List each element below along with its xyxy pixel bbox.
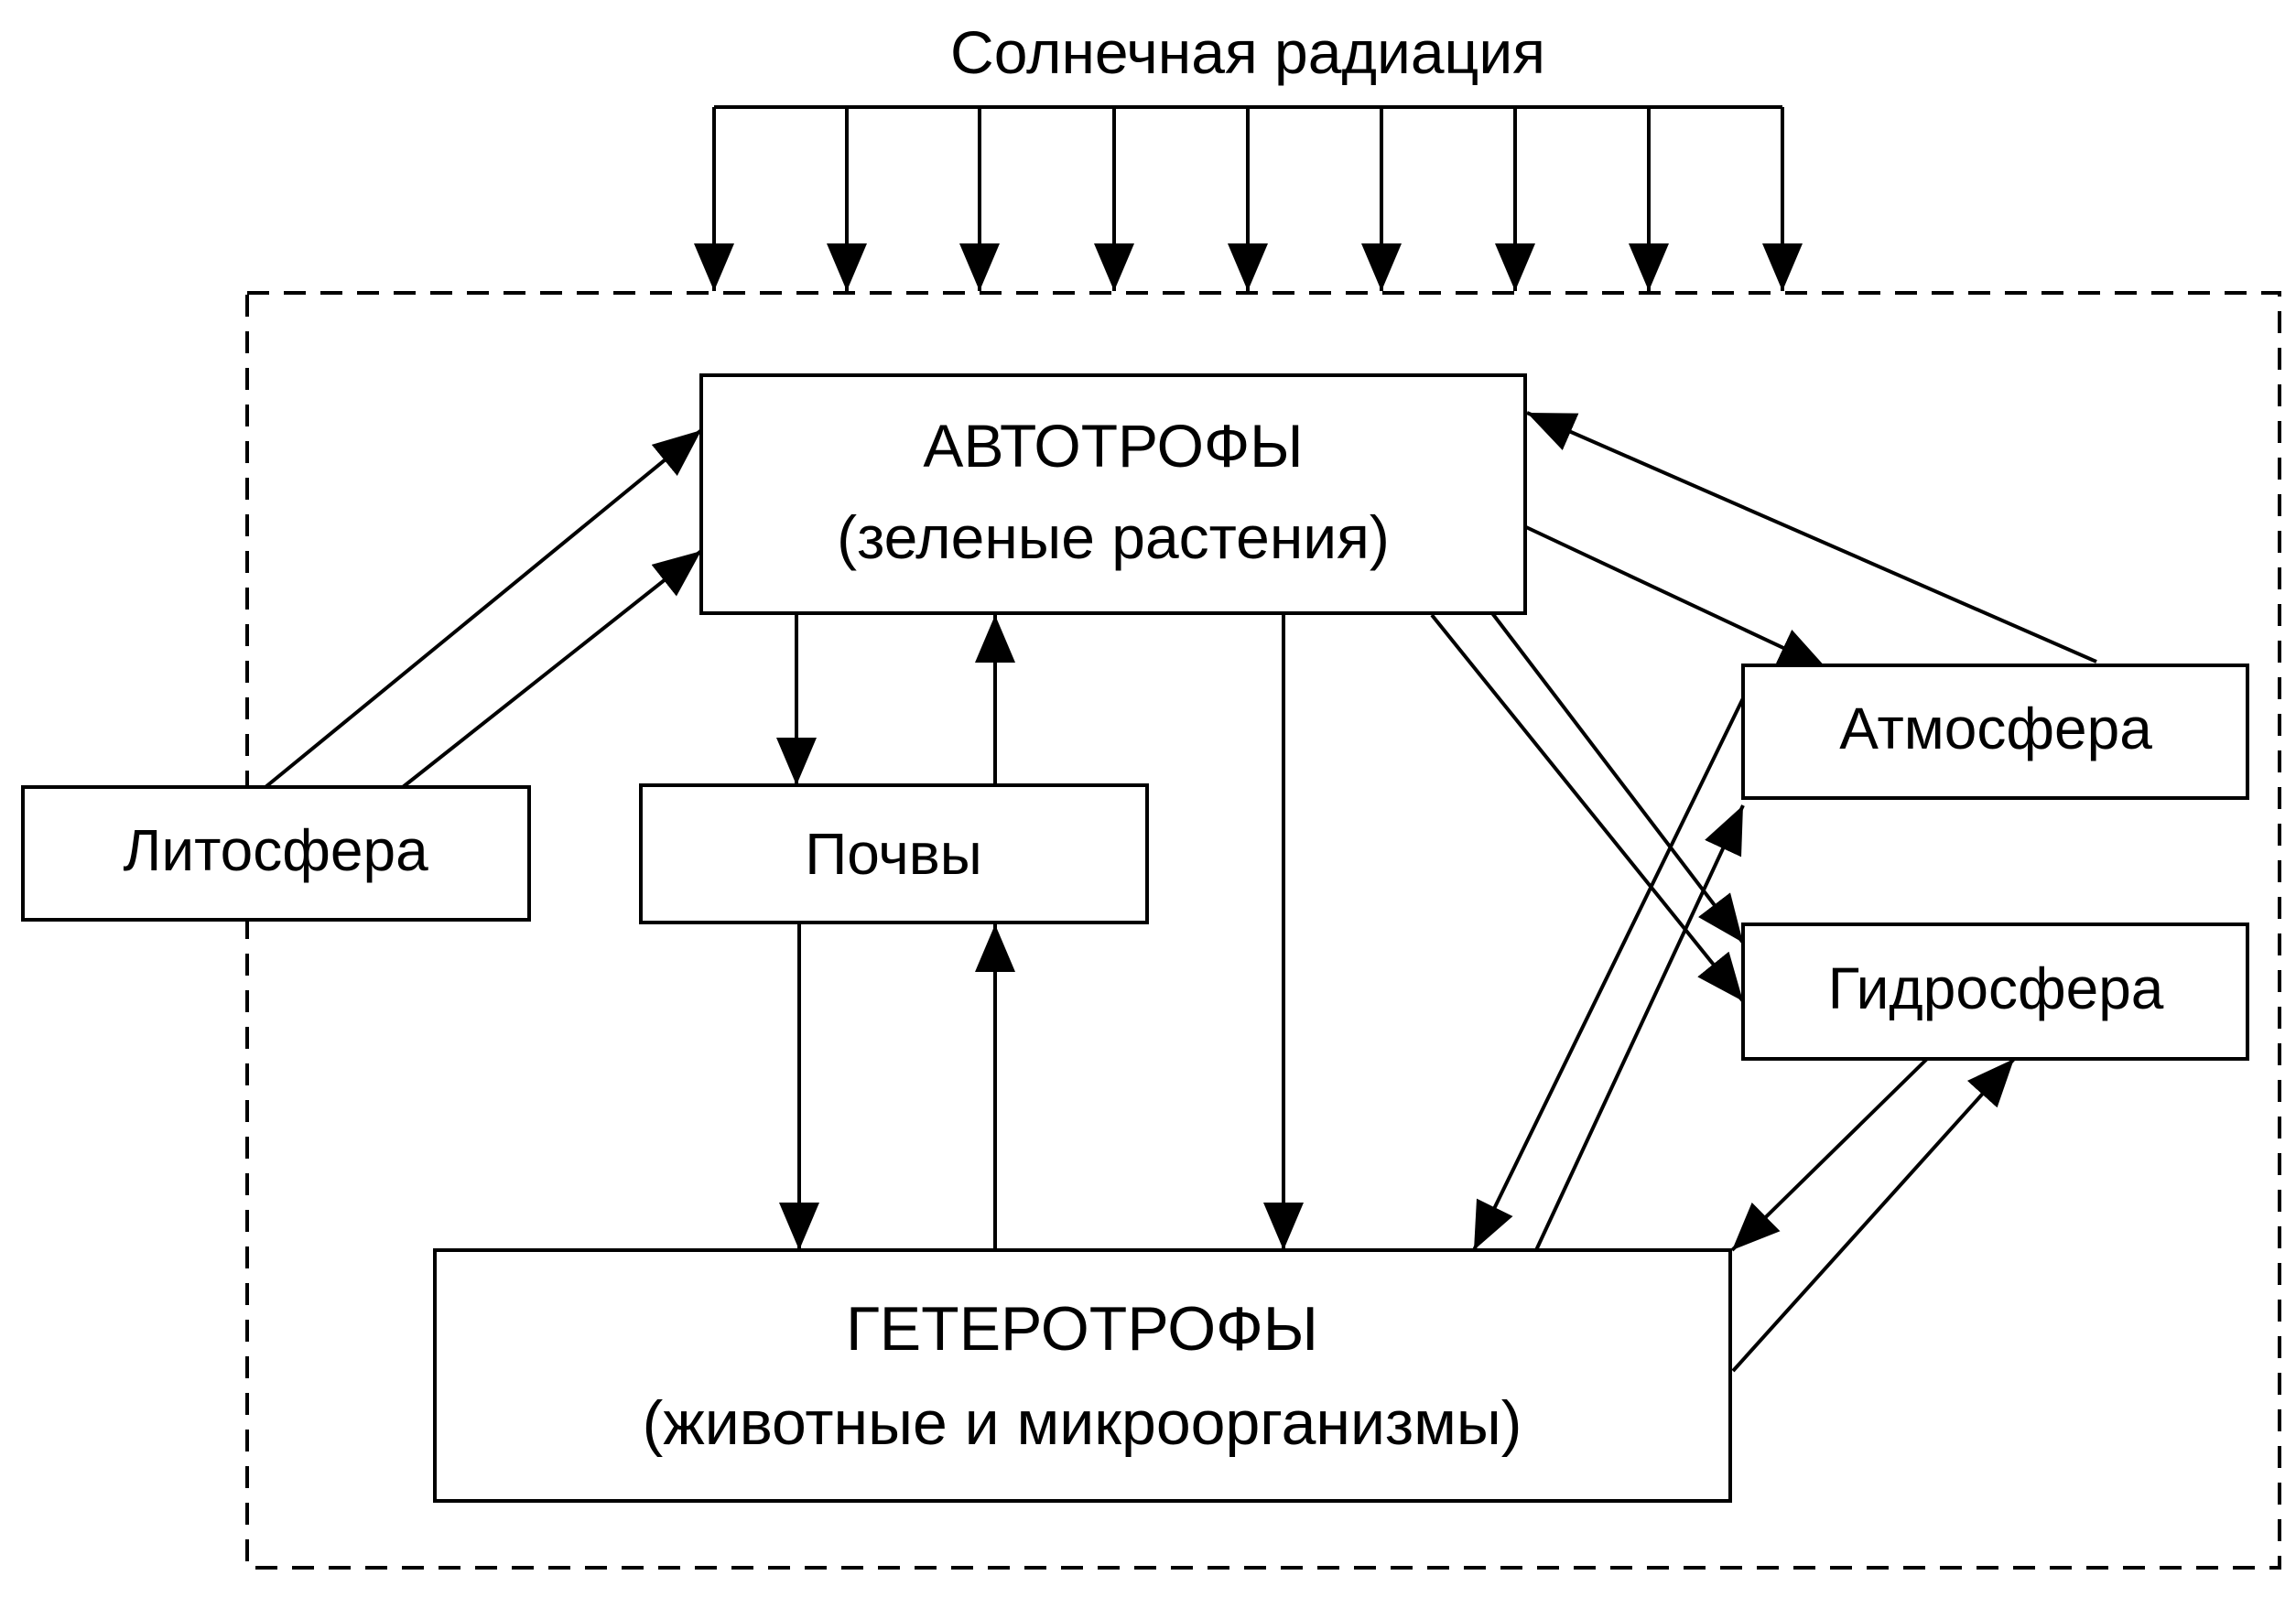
solar-radiation-title: Солнечная радиация — [950, 18, 1545, 86]
hydrosphere-box — [1741, 923, 2249, 1061]
hydrosphere-label: Гидросфера — [1828, 955, 2164, 1021]
arrow-atmosphere-to-heterotrophs — [1472, 697, 1745, 1251]
lithosphere-label: Литосфера — [123, 817, 428, 883]
autotrophs-node: АВТОТРОФЫ (зеленые растения) — [699, 373, 1527, 615]
atmosphere-label: Атмосфера — [1839, 696, 2152, 761]
arrow-heterotrophs-to-hydrosphere — [1731, 1057, 2016, 1373]
ecosystem-boundary — [245, 291, 2281, 1570]
autotrophs-box — [699, 373, 1527, 615]
arrow-lithosphere-to-autotrophs-1 — [264, 428, 703, 789]
heterotrophs-node: ГЕТЕРОТРОФЫ (животные и микроорганизмы) — [433, 1248, 1732, 1503]
heterotrophs-subtitle: (животные и микроорганизмы) — [643, 1388, 1522, 1458]
atmosphere-node: Атмосфера — [1741, 664, 2249, 800]
arrow-autotrophs-to-hydrosphere-1 — [1490, 611, 1745, 944]
arrow-autotrophs-to-hydrosphere-2 — [1430, 613, 1745, 1003]
autotrophs-title: АВТОТРОФЫ — [923, 412, 1303, 480]
soils-label: Почвы — [805, 821, 982, 887]
atmosphere-box — [1741, 664, 2249, 800]
solar-radiation-arrows — [694, 105, 1803, 291]
heterotrophs-title: ГЕТЕРОТРОФЫ — [846, 1294, 1318, 1364]
arrow-hydrosphere-to-heterotrophs — [1730, 1057, 1929, 1252]
arrow-autotrophs-to-atmosphere — [1525, 525, 1827, 670]
autotrophs-subtitle: (зеленые растения) — [837, 503, 1390, 571]
lithosphere-box — [21, 785, 531, 922]
arrow-atmosphere-to-autotrophs — [1526, 411, 2097, 664]
arrow-heterotrophs-to-atmosphere — [1534, 804, 1745, 1251]
soils-box — [639, 783, 1149, 924]
lithosphere-node: Литосфера — [21, 785, 531, 922]
heterotrophs-box — [433, 1248, 1732, 1503]
hydrosphere-node: Гидросфера — [1741, 923, 2249, 1061]
soils-node: Почвы — [639, 783, 1149, 924]
arrow-lithosphere-to-autotrophs-2 — [401, 549, 703, 789]
flow-arrows — [264, 411, 2097, 1373]
